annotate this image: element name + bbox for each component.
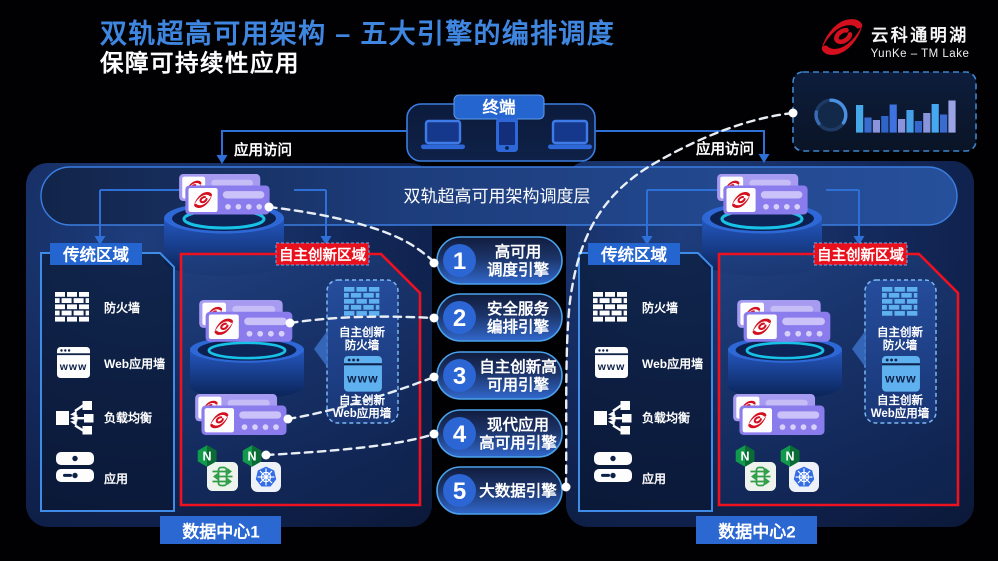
svg-text:应用访问: 应用访问 <box>696 140 754 158</box>
svg-text:Web应用墙: Web应用墙 <box>333 406 392 420</box>
svg-text:防火墙: 防火墙 <box>104 300 140 315</box>
svg-text:Web应用墙: Web应用墙 <box>642 356 703 371</box>
svg-text:防火墙: 防火墙 <box>642 300 678 315</box>
svg-text:4: 4 <box>453 421 467 448</box>
svg-text:自主创新区域: 自主创新区域 <box>279 246 366 264</box>
svg-text:云科通明湖: 云科通明湖 <box>871 25 969 45</box>
svg-text:负载均衡: 负载均衡 <box>104 410 152 425</box>
svg-text:安全服务: 安全服务 <box>487 299 550 318</box>
svg-text:应用: 应用 <box>642 471 666 486</box>
svg-text:应用: 应用 <box>104 471 128 486</box>
svg-text:2: 2 <box>453 305 466 332</box>
svg-text:自主创新: 自主创新 <box>339 325 385 339</box>
svg-text:YunKe – TM Lake: YunKe – TM Lake <box>871 48 970 60</box>
svg-text:应用访问: 应用访问 <box>234 141 292 159</box>
svg-text:双轨超高可用架构 – 五大引擎的编排调度: 双轨超高可用架构 – 五大引擎的编排调度 <box>100 18 615 49</box>
svg-text:自主创新: 自主创新 <box>877 325 923 339</box>
svg-text:1: 1 <box>453 248 466 275</box>
svg-text:自主创新区域: 自主创新区域 <box>817 246 904 264</box>
svg-text:数据中心2: 数据中心2 <box>718 522 795 542</box>
svg-text:现代应用: 现代应用 <box>487 415 549 434</box>
svg-text:保障可持续性应用: 保障可持续性应用 <box>99 49 300 76</box>
svg-text:高可用引擎: 高可用引擎 <box>479 433 557 452</box>
svg-text:自主创新高: 自主创新高 <box>479 357 557 376</box>
svg-text:5: 5 <box>453 478 466 505</box>
svg-text:编排引擎: 编排引擎 <box>487 317 550 336</box>
svg-text:数据中心1: 数据中心1 <box>182 522 259 542</box>
svg-text:Web应用墙: Web应用墙 <box>104 356 165 371</box>
svg-text:自主创新: 自主创新 <box>877 393 923 407</box>
svg-text:高可用: 高可用 <box>495 242 542 261</box>
svg-text:调度引擎: 调度引擎 <box>487 260 550 279</box>
svg-text:终端: 终端 <box>483 97 517 117</box>
svg-text:大数据引擎: 大数据引擎 <box>479 481 557 500</box>
svg-text:双轨超高可用架构调度层: 双轨超高可用架构调度层 <box>404 187 591 206</box>
svg-text:负载均衡: 负载均衡 <box>642 410 690 425</box>
svg-text:可用引擎: 可用引擎 <box>487 375 550 394</box>
svg-text:传统区域: 传统区域 <box>600 245 668 265</box>
svg-text:防火墙: 防火墙 <box>345 338 380 352</box>
svg-text:Web应用墙: Web应用墙 <box>871 406 930 420</box>
svg-text:防火墙: 防火墙 <box>883 338 918 352</box>
svg-text:传统区域: 传统区域 <box>62 245 130 265</box>
svg-text:3: 3 <box>453 363 466 390</box>
